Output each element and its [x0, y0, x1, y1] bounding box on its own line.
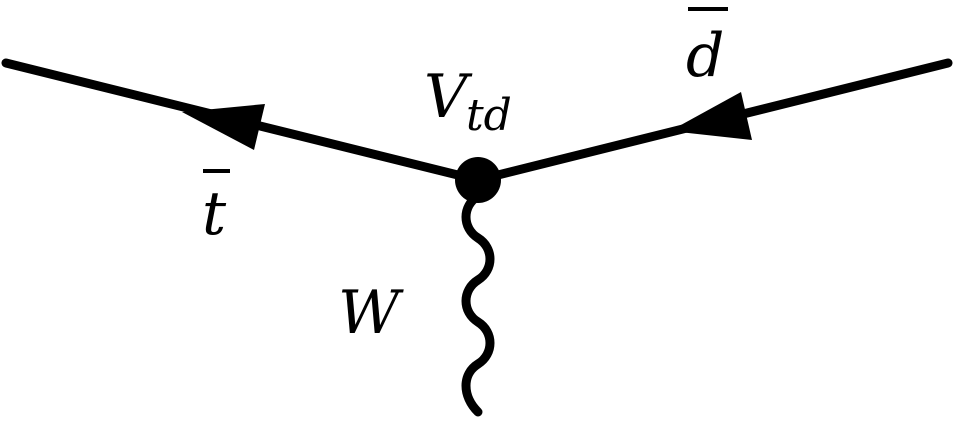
antitop-arrow-icon	[182, 104, 265, 150]
vertex-coupling-main: V	[424, 62, 473, 132]
vertex-coupling-subscript: td	[466, 90, 512, 141]
vertex-dot	[455, 157, 501, 203]
vertex-coupling-label: V td	[424, 62, 512, 141]
w-boson-line	[461, 191, 495, 417]
antidown-arrow-icon	[670, 92, 752, 140]
antitop-letter: t	[202, 179, 227, 249]
antitop-label: t	[202, 169, 230, 249]
boson-label: W	[338, 278, 404, 348]
antidown-letter: d	[686, 21, 724, 91]
antidown-label: d	[686, 7, 728, 91]
